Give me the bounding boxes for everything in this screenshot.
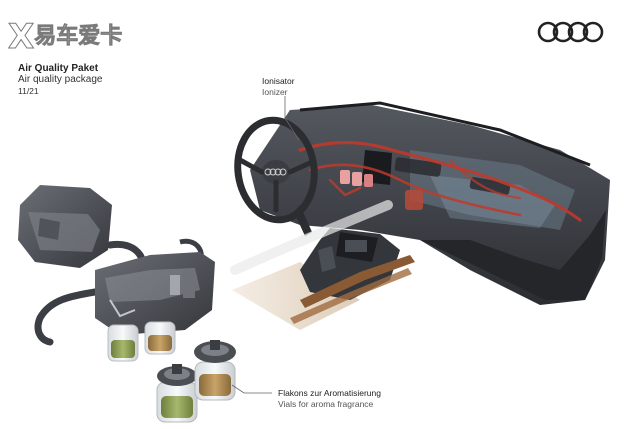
ionisator-label-en: Ionizer xyxy=(262,87,288,97)
four-rings-logo-icon xyxy=(537,21,604,43)
floor-carpet xyxy=(232,262,360,330)
steering-wheel xyxy=(234,116,318,236)
fragrance-module xyxy=(18,185,215,362)
center-console xyxy=(290,228,415,324)
page-subtitle: Air quality package xyxy=(18,74,103,85)
watermark: X 易车爱卡 xyxy=(7,17,123,57)
flakons-callout: Flakons zur Aromatisierung Vials for aro… xyxy=(278,388,381,410)
ionisator-label-de: Ionisator xyxy=(262,76,295,86)
watermark-x-glyph: X xyxy=(7,17,34,57)
ionizer-unit xyxy=(340,170,423,210)
flakons-leader-line xyxy=(231,384,272,394)
page-title: Air Quality Paket xyxy=(18,63,99,74)
watermark-text: 易车爱卡 xyxy=(34,24,123,49)
air-ducts xyxy=(298,140,582,222)
aroma-vial-green xyxy=(156,364,198,423)
aroma-vial-amber xyxy=(194,340,236,401)
light-streak xyxy=(230,200,393,275)
ionisator-callout: Ionisator Ionizer xyxy=(262,76,295,98)
flakons-label-en: Vials for aroma fragrance xyxy=(278,399,374,409)
flakons-label-de: Flakons zur Aromatisierung xyxy=(278,388,381,398)
page-number: 11/21 xyxy=(18,86,39,96)
ionisator-leader-line xyxy=(284,96,300,141)
